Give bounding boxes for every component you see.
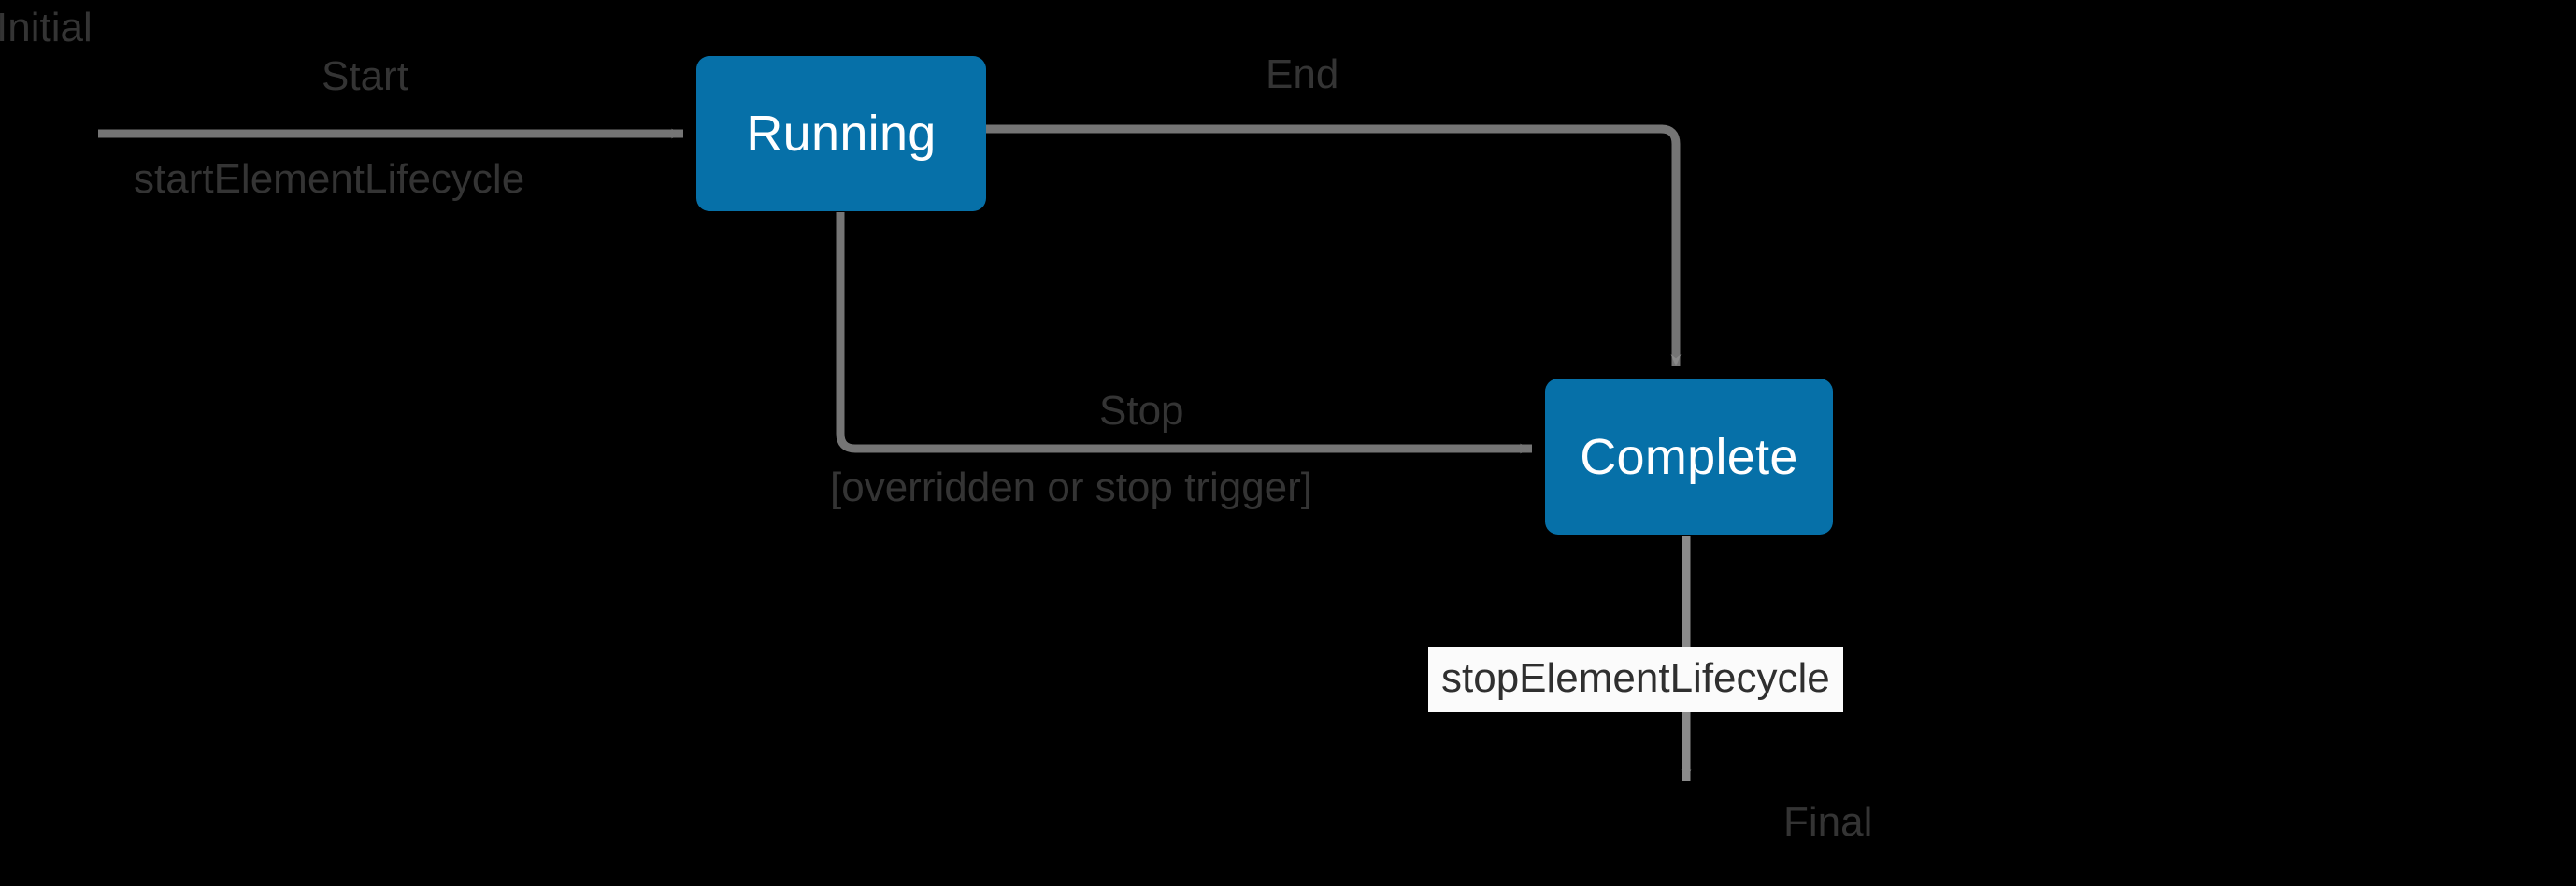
- edge-label-stop-trigger: Stop: [1099, 388, 1184, 434]
- state-node-running-label: Running: [746, 106, 937, 162]
- edge-label-end-trigger: End: [1266, 51, 1339, 97]
- state-node-complete[interactable]: Complete: [1545, 379, 1833, 535]
- edge-label-start-trigger: Start: [322, 53, 408, 99]
- state-node-complete-label: Complete: [1580, 428, 1798, 485]
- edge-running-to-complete-end: [986, 124, 1682, 367]
- edge-label-stop-guard: [overridden or stop trigger]: [830, 464, 1313, 510]
- edge-running-to-complete-stop: [836, 212, 1533, 454]
- state-node-running[interactable]: Running: [696, 56, 986, 211]
- pseudo-state-initial-label: Initial: [0, 5, 93, 50]
- edge-label-stop-action: stopElementLifecycle: [1428, 647, 1843, 712]
- pseudo-state-final-label: Final: [1783, 799, 1873, 845]
- edge-label-start-action: startElementLifecycle: [134, 156, 525, 202]
